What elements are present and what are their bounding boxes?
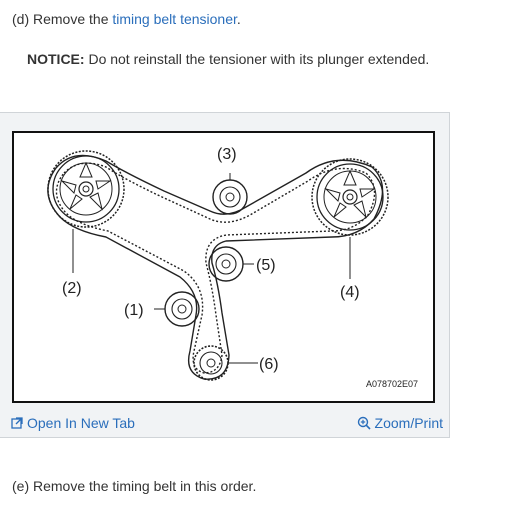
open-in-new-tab-label: Open In New Tab bbox=[27, 415, 135, 431]
idler-pulley-5 bbox=[208, 246, 244, 282]
notice-label: NOTICE: bbox=[27, 51, 85, 67]
callout-5: (5) bbox=[256, 257, 276, 274]
timing-belt-tensioner-link[interactable]: timing belt tensioner bbox=[112, 11, 237, 27]
figure-toolbar: Open In New Tab Zoom/Print bbox=[0, 407, 449, 437]
open-new-tab-icon bbox=[11, 417, 23, 429]
callout-leaders bbox=[72, 173, 351, 364]
callout-6: (6) bbox=[259, 356, 279, 373]
zoom-print-link[interactable]: Zoom/Print bbox=[357, 415, 443, 431]
crankshaft-pulley-6 bbox=[193, 345, 229, 381]
step-d-suffix: . bbox=[236, 11, 241, 27]
idler-pulley-1 bbox=[164, 291, 200, 327]
timing-belt-diagram: (3) (5) (2) (4) (1) (6) A078702E07 bbox=[12, 131, 435, 403]
step-d-prefix: (d) Remove the bbox=[12, 11, 113, 27]
zoom-print-label: Zoom/Print bbox=[374, 415, 443, 431]
callout-3: (3) bbox=[217, 146, 237, 163]
callout-1: (1) bbox=[124, 302, 144, 319]
timing-belt bbox=[47, 154, 384, 380]
left-camshaft-pulley bbox=[47, 150, 125, 228]
notice-body: Do not reinstall the tensioner with its … bbox=[84, 51, 430, 67]
open-in-new-tab-link[interactable]: Open In New Tab bbox=[11, 415, 135, 431]
right-camshaft-pulley bbox=[311, 158, 389, 236]
figure-panel: (3) (5) (2) (4) (1) (6) A078702E07 Open … bbox=[0, 112, 450, 438]
idler-pulley-3 bbox=[212, 179, 248, 215]
step-e-instruction: (e) Remove the timing belt in this order… bbox=[12, 478, 257, 494]
zoom-plus-icon bbox=[357, 416, 371, 430]
callout-4: (4) bbox=[340, 284, 360, 301]
callout-2: (2) bbox=[62, 280, 82, 297]
notice-text: NOTICE: Do not reinstall the tensioner w… bbox=[27, 51, 429, 67]
step-d-instruction: (d) Remove the timing belt tensioner. bbox=[12, 11, 241, 27]
timing-belt-illustration: (3) (5) (2) (4) (1) (6) A078702E07 bbox=[47, 146, 418, 389]
figure-code: A078702E07 bbox=[366, 379, 418, 389]
